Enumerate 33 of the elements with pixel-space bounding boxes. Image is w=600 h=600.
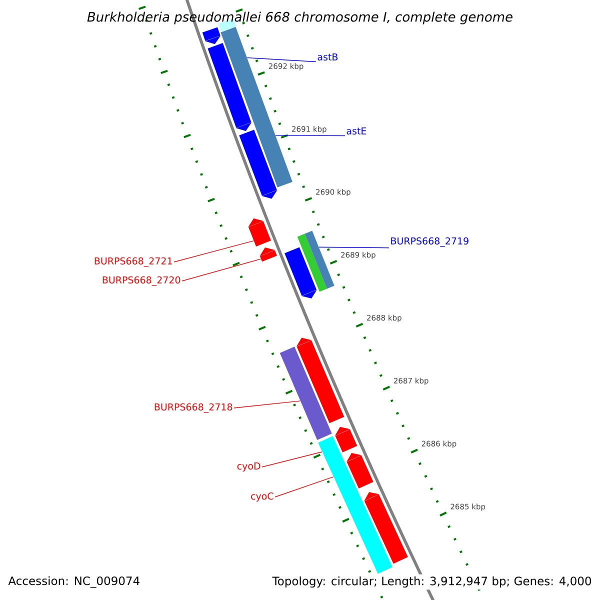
gene-bar [208,43,252,131]
title: Burkholderia pseudomallei 668 chromosome I, complete genome [87,12,512,24]
gene-bar [260,247,277,262]
gene-bar [304,230,334,289]
gene-label: cyoD [237,462,260,472]
leader-line [174,240,254,262]
gene-label: BURPS668_2720 [102,276,180,286]
summary-text: Topology: circular; Length: 3,912,947 bp; Genes: 4,000 [270,574,594,590]
gene-label: BURPS668_2719 [391,237,468,247]
leader-line [246,57,316,62]
gene-bar [202,27,221,44]
gene-bar [297,234,327,292]
gene-label: BURPS668_2721 [94,257,172,267]
gene-bar [296,338,344,424]
gene-label: BURPS668_2718 [154,403,232,413]
gene-bar [220,26,292,188]
gene-bar [318,436,392,574]
gene-bar [239,130,278,199]
gene-label: astE [346,127,366,135]
gene-bar [280,346,332,440]
leader-line [275,135,346,136]
gene-bar [334,426,358,452]
gene-label: astB [318,53,338,61]
leader-line [234,400,301,408]
leader-line [274,476,334,498]
gene-bar [346,453,374,488]
accession-text: Accession: NC_009074 [6,574,142,590]
gene-label: cyoC [251,492,274,502]
gene-bar [364,492,408,564]
leader-line [318,246,390,248]
leader-line [262,452,322,468]
gene-bar [284,247,317,298]
leader-line [182,258,262,282]
